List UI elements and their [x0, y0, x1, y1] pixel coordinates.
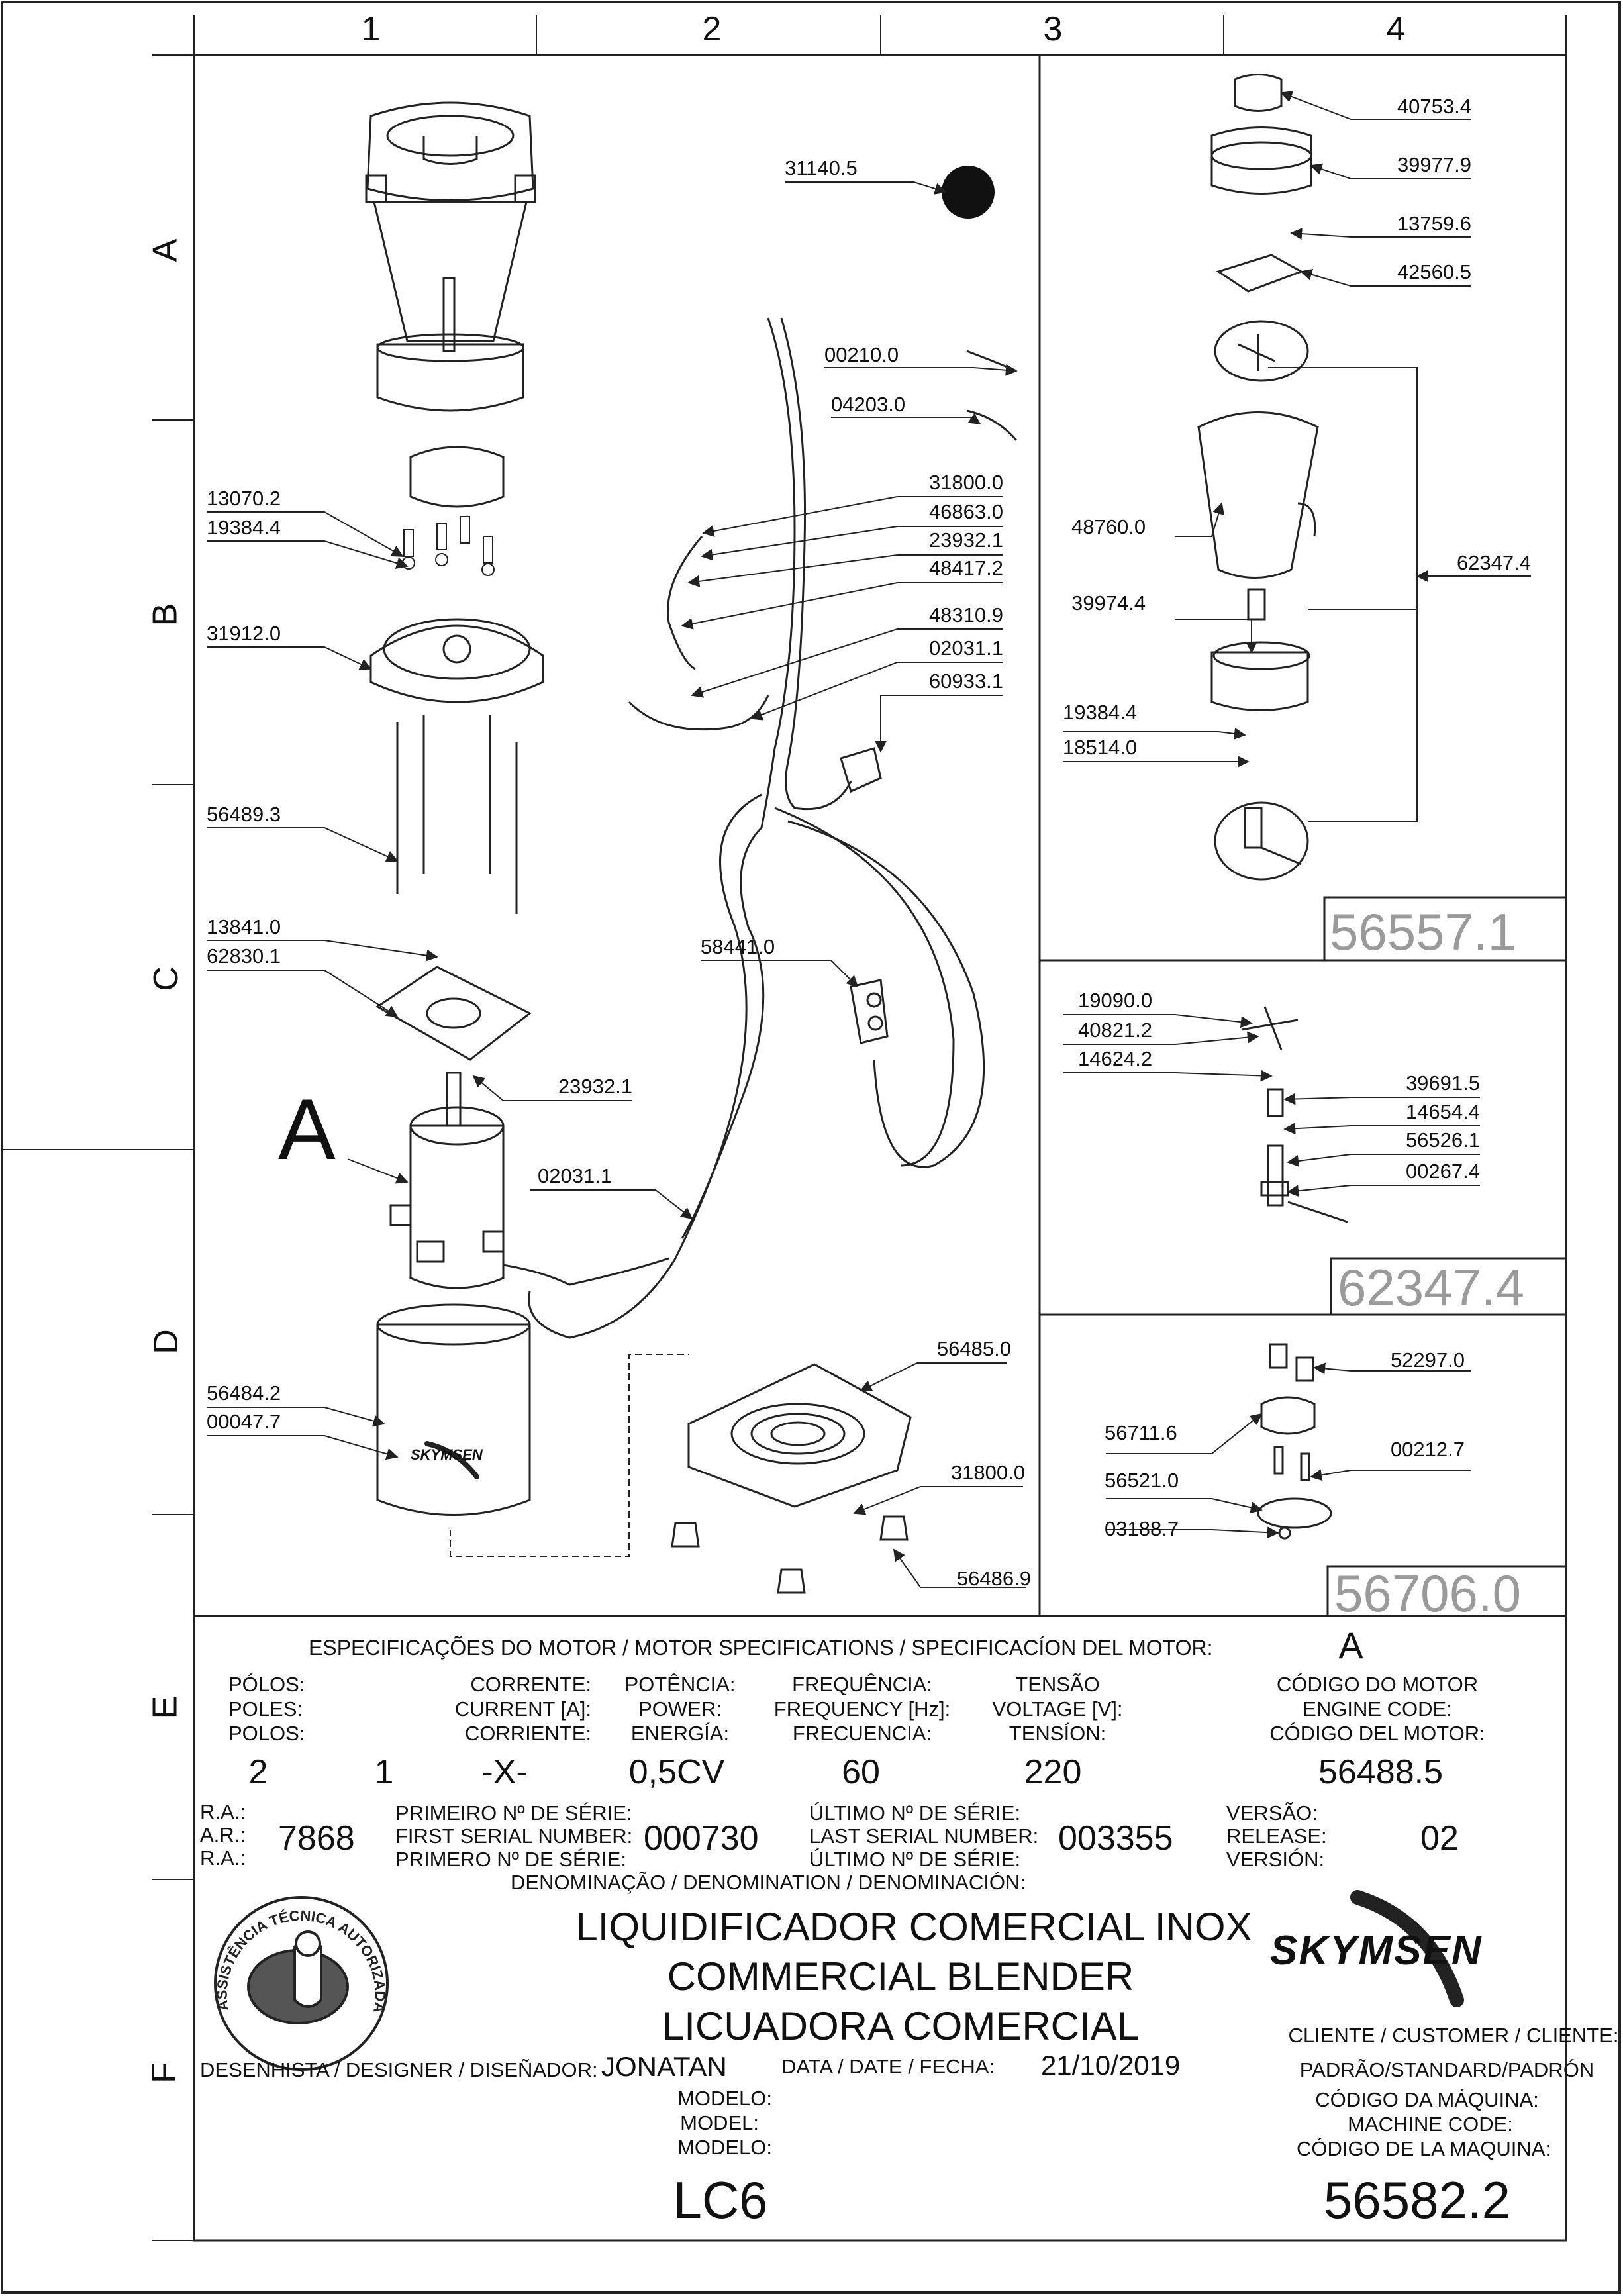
cup-assembly-bracket [1268, 367, 1418, 822]
brand-logo [1350, 1890, 1464, 2007]
authorized-assistance-seal [214, 1896, 389, 2071]
cup-assembly-drawing [1197, 74, 1319, 881]
cable-harness [503, 317, 1018, 1339]
ground-path-line [450, 1354, 689, 1557]
coupling-assembly-drawing [1257, 1343, 1332, 1540]
blade-assembly-drawing [1241, 1006, 1348, 1223]
wire-nut-part [942, 166, 995, 219]
exploded-view-drawing [365, 101, 912, 1594]
leader-lines [207, 91, 1531, 1588]
housing-brand-logo [424, 1441, 479, 1479]
